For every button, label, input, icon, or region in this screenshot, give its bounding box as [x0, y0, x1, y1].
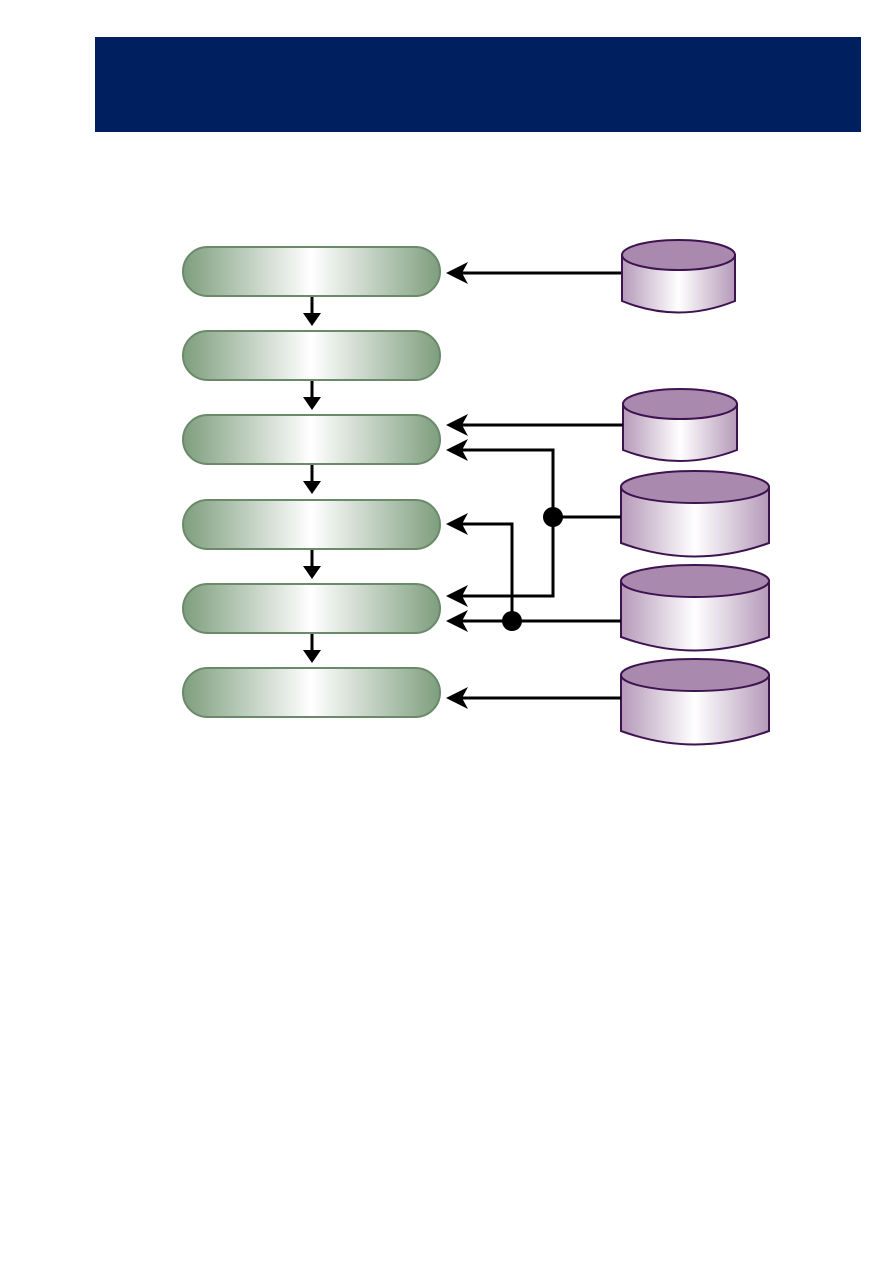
connector-store3-step3-step5: [460, 448, 621, 598]
data-store-5: [620, 658, 770, 746]
flow-arrow-3-4: [303, 465, 321, 494]
data-store-1: [621, 239, 736, 314]
flow-arrow-4-5: [303, 550, 321, 579]
data-store-4: [620, 564, 770, 652]
junction-dot-store3: [543, 507, 563, 527]
arrowhead-step5-lower: [446, 610, 468, 632]
process-step-3: [182, 414, 441, 465]
arrowhead-step3-lower: [446, 439, 468, 461]
flow-arrow-1-2: [303, 297, 321, 326]
data-stores: [620, 239, 770, 746]
arrowhead-step1: [446, 262, 468, 284]
data-store-3: [620, 470, 770, 558]
connector-store4-step4-step5: [460, 522, 621, 623]
flow-arrow-2-3: [303, 381, 321, 410]
header-bar: [95, 37, 861, 132]
connectors: [460, 271, 623, 700]
process-step-5: [182, 583, 441, 634]
data-store-2: [622, 388, 738, 462]
arrowhead-step4: [446, 513, 468, 535]
junction-dot-store4: [502, 611, 522, 631]
process-step-1: [182, 246, 441, 297]
connector-arrowheads: [446, 262, 468, 709]
arrowhead-step6: [446, 687, 468, 709]
arrowhead-step5-upper: [446, 585, 468, 607]
process-step-6: [182, 667, 441, 718]
process-step-4: [182, 499, 441, 550]
process-steps: [182, 246, 441, 718]
process-step-2: [182, 330, 441, 381]
junctions: [502, 507, 563, 631]
flow-arrow-5-6: [303, 634, 321, 663]
arrowhead-step3-upper: [446, 414, 468, 436]
flow-arrows: [303, 297, 321, 663]
